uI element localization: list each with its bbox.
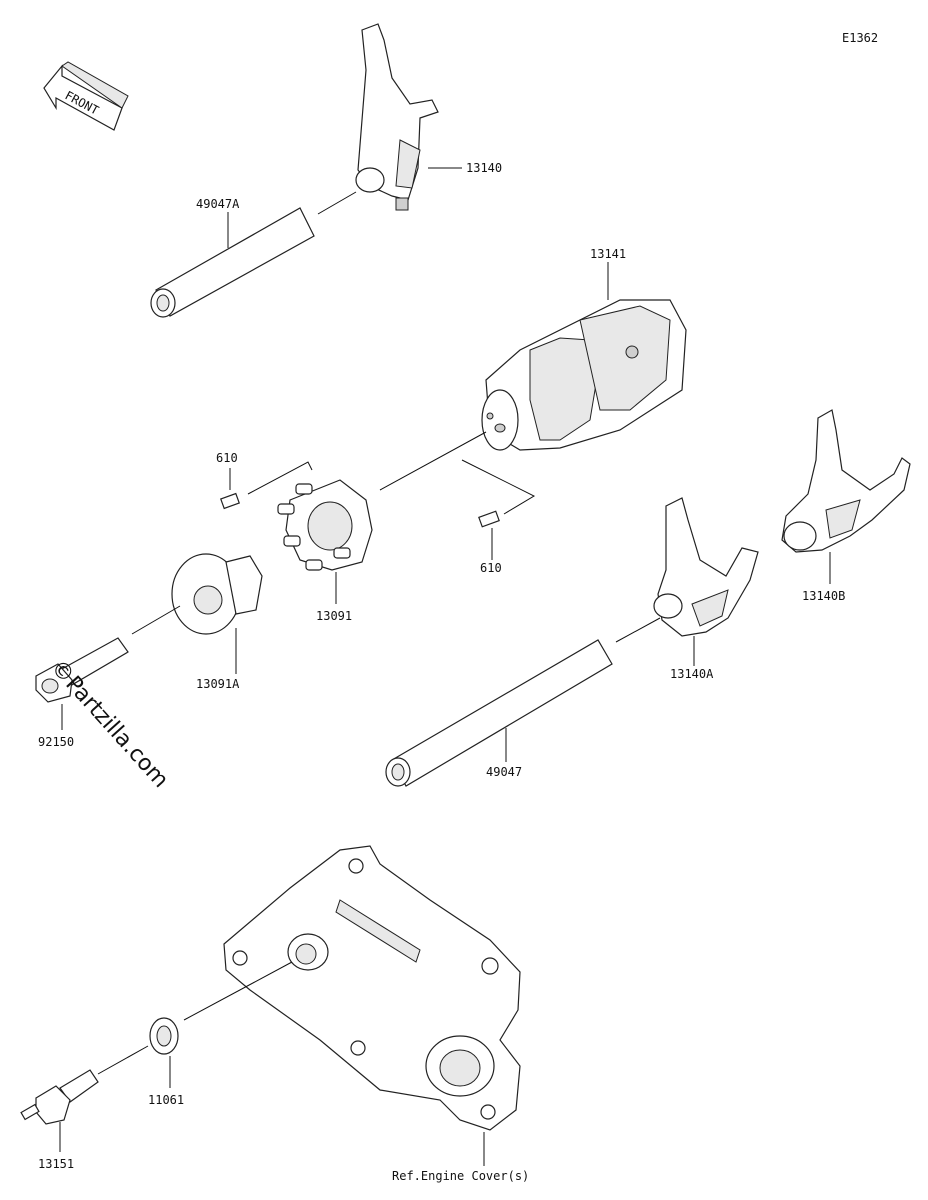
leader-rod-to-fork: [317, 191, 357, 215]
label-11061: 11061: [148, 1093, 184, 1107]
label-13091: 13091: [316, 609, 352, 623]
diagram-id: E1362: [842, 31, 878, 45]
footer-note: Ref.Engine Cover(s): [392, 1169, 529, 1183]
leader-bolt-to-plate: [131, 605, 181, 635]
neutral-switch-13151[interactable]: [20, 1069, 99, 1125]
leader-pin-right: [461, 459, 536, 515]
label-13141: 13141: [590, 247, 626, 261]
shift-fork-13140A[interactable]: [653, 497, 759, 637]
bolt-92150[interactable]: [35, 637, 129, 703]
leader-pin-to-cam: [247, 461, 313, 495]
label-49047: 49047: [486, 765, 522, 779]
pin-610-left[interactable]: [220, 492, 240, 510]
watermark: ©Partzilla.com: [46, 655, 174, 793]
shift-drum-13141[interactable]: [481, 299, 687, 451]
leader-switch-to-washer: [97, 1045, 149, 1075]
leader-cover-to-washer: [183, 961, 293, 1021]
shift-rod-49047[interactable]: [385, 639, 613, 787]
label-13151: 13151: [38, 1157, 74, 1171]
shift-rod-49047A[interactable]: [150, 207, 315, 318]
shift-drum-cam-13091[interactable]: [277, 479, 373, 571]
washer-11061[interactable]: [149, 1017, 179, 1055]
leader-drum-axis: [379, 431, 487, 491]
label-610-right: 610: [480, 561, 502, 575]
label-49047A: 49047A: [196, 197, 240, 211]
label-13140A: 13140A: [670, 667, 714, 681]
leader-rod-to-forkA: [615, 617, 661, 643]
label-92150: 92150: [38, 735, 74, 749]
shift-fork-13140[interactable]: [355, 23, 439, 211]
plate-13091A[interactable]: [171, 553, 263, 635]
label-13091A: 13091A: [196, 677, 240, 691]
front-arrow-icon: FRONT: [43, 61, 129, 131]
label-13140B: 13140B: [802, 589, 845, 603]
pin-610-right[interactable]: [478, 510, 500, 528]
shift-fork-13140B[interactable]: [781, 409, 911, 553]
label-610-left: 610: [216, 451, 238, 465]
engine-cover[interactable]: [223, 845, 521, 1131]
label-13140: 13140: [466, 161, 502, 175]
